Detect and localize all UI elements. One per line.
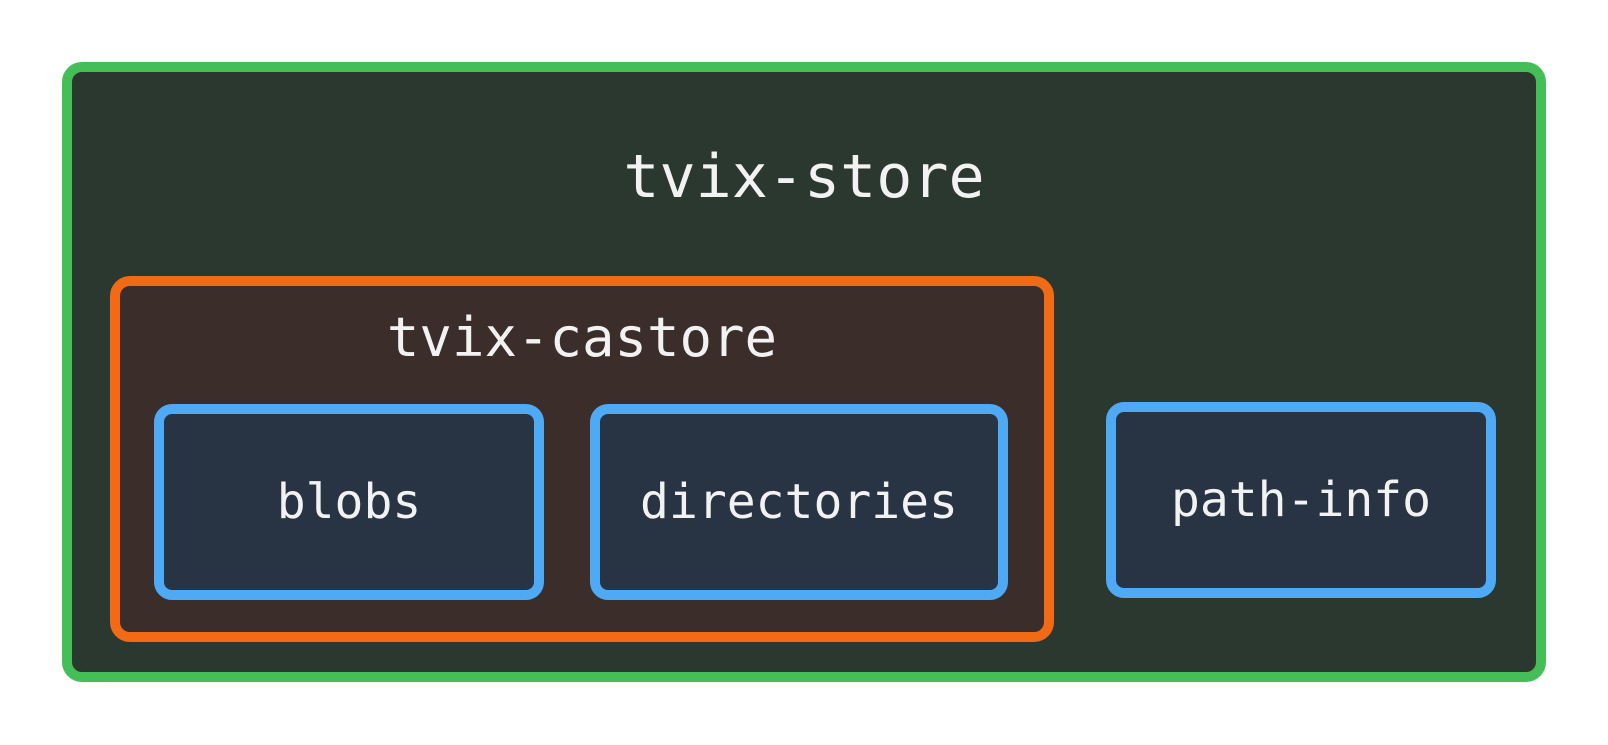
path-info-box: path-info	[1106, 402, 1496, 598]
blobs-label: blobs	[276, 474, 422, 530]
blobs-box: blobs	[154, 404, 544, 600]
tvix-store-title: tvix-store	[623, 142, 985, 212]
path-info-label: path-info	[1170, 472, 1432, 528]
tvix-castore-title: tvix-castore	[386, 306, 778, 369]
directories-label: directories	[640, 474, 958, 530]
directories-box: directories	[590, 404, 1008, 600]
